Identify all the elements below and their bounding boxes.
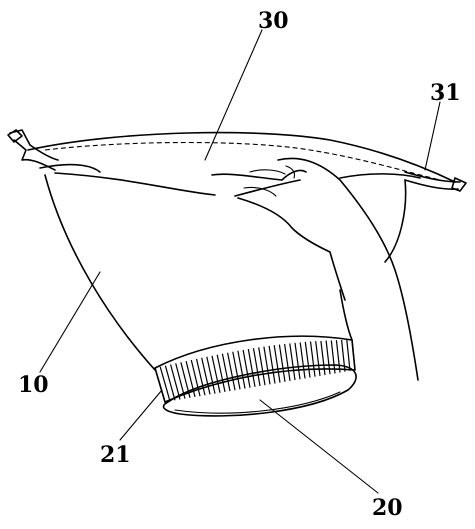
cuff-rib-line xyxy=(320,340,326,376)
cuff-rib-line xyxy=(299,342,306,379)
label-21: 21 xyxy=(100,442,131,468)
cuff-rib-line xyxy=(206,356,216,394)
label-30: 30 xyxy=(258,8,289,34)
cuff-rib-line xyxy=(325,340,331,375)
cuff-rib-line xyxy=(242,349,251,388)
leader-20 xyxy=(259,399,379,494)
cuff-rib-line xyxy=(185,360,196,398)
label-10: 10 xyxy=(18,372,49,398)
cuff-rib-line xyxy=(227,352,236,391)
cuff-rib-line xyxy=(164,365,176,401)
leader-10 xyxy=(39,271,101,373)
leader-30 xyxy=(204,29,263,161)
cuff-rib-line xyxy=(346,339,351,371)
bag-opening-rim xyxy=(27,131,456,197)
cuff-rib-line xyxy=(273,345,281,383)
cuff-rib-line xyxy=(315,341,321,376)
cuff-ribs xyxy=(154,339,356,403)
cuff-rib-line xyxy=(351,339,356,371)
cuff-rib-line xyxy=(170,364,181,400)
cuff-rib-line xyxy=(252,348,261,387)
cuff-rib-line xyxy=(159,366,171,402)
cuff-rib-line xyxy=(237,350,246,389)
cuff-rib-line xyxy=(195,358,206,396)
cuff-rib-line xyxy=(216,354,226,393)
cuff-rib-line xyxy=(190,359,201,397)
label-20: 20 xyxy=(372,495,403,521)
drawstring xyxy=(7,129,467,192)
bag-base xyxy=(162,364,357,417)
cuff-rib-line xyxy=(201,357,211,395)
cuff-rib-line xyxy=(309,341,316,377)
cuff-band xyxy=(154,335,356,403)
cuff-rib-line xyxy=(258,347,266,386)
cuff-rib-line xyxy=(247,348,256,387)
cuff-rib-line xyxy=(289,343,296,381)
cuff-rib-line xyxy=(263,346,271,385)
cuff-rib-line xyxy=(330,340,336,374)
cuff-rib-line xyxy=(304,341,311,378)
cuff-rib-line xyxy=(335,340,341,373)
cuff-rib-line xyxy=(154,367,166,403)
leader-21 xyxy=(119,389,163,441)
cuff-rib-line xyxy=(232,351,241,390)
cuff-rib-line xyxy=(278,344,286,382)
hand-illustration xyxy=(211,157,419,381)
leader-31 xyxy=(424,101,441,171)
label-31: 31 xyxy=(430,80,461,106)
cuff-rib-line xyxy=(294,342,301,380)
cuff-rib-line xyxy=(211,355,221,393)
leader-lines xyxy=(39,29,441,494)
cuff-rib-line xyxy=(284,343,291,381)
cuff-rib-line xyxy=(221,353,231,392)
cuff-rib-line xyxy=(268,345,276,384)
